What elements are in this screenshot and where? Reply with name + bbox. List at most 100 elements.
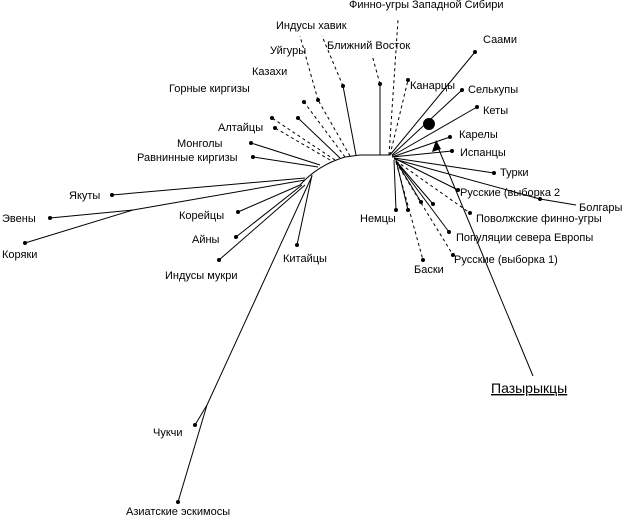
dot-north-europe-2 bbox=[431, 202, 435, 206]
dot-germans-2 bbox=[406, 208, 410, 212]
dot-finno-ugric bbox=[341, 84, 345, 88]
branch-north-europe-1 bbox=[395, 160, 422, 203]
label-chukchi: Чукчи bbox=[153, 427, 183, 439]
dot-plains-kirgiz bbox=[251, 155, 255, 159]
pazyryk-marker-dot bbox=[423, 118, 435, 130]
label-germans: Немцы bbox=[360, 213, 396, 225]
label-uighurs: Уйгуры bbox=[270, 45, 306, 57]
branch-yakuts bbox=[111, 177, 306, 196]
branch-germans bbox=[393, 159, 397, 211]
label-karelians: Карелы bbox=[459, 129, 498, 141]
dot-chukchi bbox=[193, 423, 197, 427]
branch-indus-mukri bbox=[218, 184, 306, 261]
branch-finno-ugric-top bbox=[388, 19, 399, 156]
dot-north-europe-3 bbox=[447, 230, 451, 234]
label-mongols: Монголы bbox=[177, 138, 223, 150]
label-russians-2: Русские (выборка 2 bbox=[460, 187, 560, 199]
branch-bulgarians bbox=[539, 198, 577, 206]
dot-basques bbox=[421, 258, 425, 262]
label-yakuts: Якуты bbox=[69, 190, 100, 202]
branch-indus-havik-label bbox=[299, 35, 319, 101]
label-north-europe: Популяции севера Европы bbox=[456, 232, 593, 244]
dot-koryaks bbox=[23, 241, 27, 245]
branch-karelians bbox=[391, 136, 451, 158]
dot-indus-mukri bbox=[217, 258, 221, 262]
dot-volga bbox=[468, 211, 472, 215]
label-spaniards: Испанцы bbox=[460, 147, 506, 159]
branch-asian-eskimos bbox=[177, 404, 208, 503]
label-ainu: Айны bbox=[192, 234, 220, 246]
tree-trunk-arc bbox=[299, 154, 390, 186]
branch-canarians bbox=[389, 79, 409, 156]
label-indus-mukri: Индусы мукри bbox=[165, 270, 238, 282]
branch-chukchi bbox=[194, 404, 208, 426]
dot-turks bbox=[492, 171, 496, 175]
pazyryk-arrow-line bbox=[436, 144, 534, 377]
branch-kazakhs bbox=[297, 117, 341, 159]
branch-indus-havik bbox=[317, 99, 351, 157]
branch-finno-ugric-west-siberia bbox=[342, 85, 357, 156]
label-russians-1: Русские (выборка 1) bbox=[454, 254, 558, 266]
label-kazakhs: Казахи bbox=[252, 66, 287, 78]
tree-branches bbox=[24, 19, 577, 503]
dot-altaians bbox=[273, 126, 277, 130]
branch-mountain-kirgiz bbox=[271, 117, 336, 161]
dot-kets bbox=[475, 105, 479, 109]
dot-ainu bbox=[234, 235, 238, 239]
dot-spaniards bbox=[450, 149, 454, 153]
branch-spaniards bbox=[391, 150, 453, 158]
label-evens: Эвены bbox=[2, 213, 36, 225]
branch-russians-1 bbox=[395, 161, 454, 256]
branch-ainu bbox=[235, 184, 303, 238]
label-asian-eskimos: Азиатские эскимосы bbox=[126, 506, 230, 516]
branch-plains-kirgiz bbox=[252, 156, 319, 168]
branch-russians-2 bbox=[393, 157, 459, 191]
label-mountain-kirgiz: Горные киргизы bbox=[169, 83, 250, 95]
label-chinese: Китайцы bbox=[283, 253, 327, 265]
label-koryaks: Коряки bbox=[2, 249, 37, 261]
branch-altaians bbox=[274, 127, 331, 161]
dot-mongols bbox=[249, 141, 253, 145]
branch-north-europe-2 bbox=[395, 160, 434, 205]
dot-evens bbox=[48, 216, 52, 220]
pazyryk-arrow-head bbox=[432, 140, 441, 152]
label-canarians: Канарцы bbox=[410, 80, 455, 92]
branch-north-europe-3 bbox=[395, 160, 450, 233]
dot-kazakhs bbox=[296, 116, 300, 120]
dot-mountain-kirgiz bbox=[270, 116, 274, 120]
dot-chinese bbox=[295, 243, 299, 247]
label-indus-havik: Индусы хавик bbox=[276, 20, 347, 32]
label-altaians: Алтайцы bbox=[218, 122, 263, 134]
dot-asian-eskimos bbox=[176, 500, 180, 504]
label-finno-ugric-west-siberia: Финно-угры Западной Сибири bbox=[349, 0, 503, 11]
branch-koreans bbox=[237, 184, 301, 213]
label-volga-finno-ugric: Поволжские финно-угры bbox=[476, 213, 602, 225]
label-saami: Саами bbox=[483, 34, 517, 46]
population-labels: Эвены Коряки Якуты Корейцы Айны Индусы м… bbox=[2, 0, 623, 516]
branch-mongols bbox=[250, 142, 321, 166]
dot-koreans bbox=[236, 210, 240, 214]
dot-selkups bbox=[460, 88, 464, 92]
label-koreans: Корейцы bbox=[179, 210, 224, 222]
dot-saami bbox=[473, 50, 477, 54]
label-basques: Баски bbox=[414, 264, 444, 276]
dot-germans bbox=[394, 208, 398, 212]
dot-russians-1 bbox=[451, 253, 455, 257]
tree-leaf-dots bbox=[23, 50, 542, 504]
dot-karelians bbox=[448, 135, 452, 139]
label-selkups: Селькупы bbox=[468, 84, 518, 96]
label-near-east: Ближний Восток bbox=[327, 40, 410, 52]
label-turks: Турки bbox=[500, 167, 529, 179]
dot-uighurs bbox=[302, 100, 306, 104]
dot-north-europe-1 bbox=[419, 200, 423, 204]
dot-bulgarians bbox=[538, 197, 542, 201]
branch-eskimo-stem bbox=[206, 175, 313, 406]
dot-near-east bbox=[378, 82, 382, 86]
branch-near-east-label bbox=[371, 54, 381, 85]
dot-yakuts bbox=[110, 193, 114, 197]
branch-kets bbox=[391, 106, 478, 157]
branch-turks bbox=[393, 157, 495, 174]
branch-koryaks bbox=[24, 209, 134, 244]
dot-indus-havik bbox=[316, 98, 320, 102]
